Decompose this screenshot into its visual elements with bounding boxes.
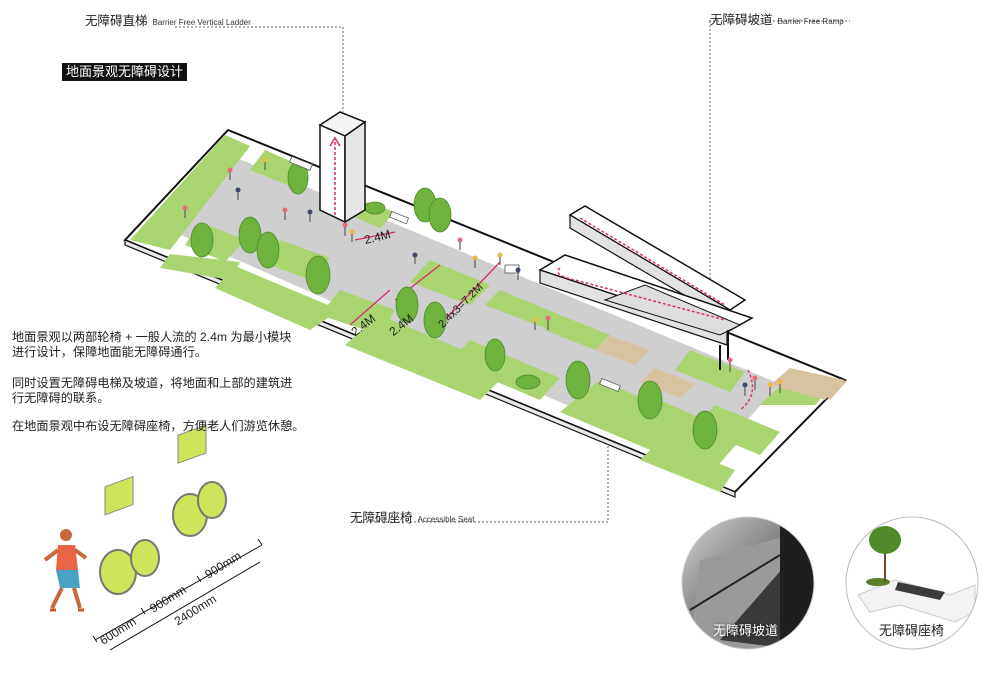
site-slab (123, 128, 848, 498)
trees (190, 161, 718, 450)
seat-photo-label: 无障碍座椅 (879, 623, 945, 638)
ladder-callout-cn: 无障碍直梯 (85, 14, 148, 28)
description-line: 行无障碍的联系。 (12, 391, 110, 405)
description-line: 同时设置无障碍电梯及坡道，将地面和上部的建筑进 (12, 376, 293, 390)
deck-areas (595, 336, 848, 400)
accessible-benches (289, 155, 621, 393)
seat-callout-cn: 无障碍座椅 (350, 511, 413, 525)
walking-person-figure (43, 529, 88, 612)
ramp-structure (538, 205, 754, 411)
ramp-callout-en: Barrier Free Ramp (777, 17, 844, 26)
page-title: 地面景观无障碍设计 (62, 63, 188, 81)
wheelchair-dimension-lines (92, 538, 263, 651)
ramp-callout-cn: 无障碍坡道 (710, 13, 773, 27)
seat-callout-en: Accessible Seat (417, 515, 475, 524)
people-figures (182, 157, 783, 396)
ladder-callout: 无障碍直梯 Barrier Free Vertical Ladder (85, 10, 251, 29)
wheelchairs (99, 424, 227, 595)
description-paragraph-3: 在地面景观中布设无障碍座椅，方便老人们游览休憩。 (12, 419, 312, 434)
ramp-callout: 无障碍坡道 Barrier Free Ramp (710, 9, 844, 28)
description-paragraph-2: 同时设置无障碍电梯及坡道，将地面和上部的建筑进 行无障碍的联系。 (12, 376, 312, 406)
description-paragraph-1: 地面景观以两部轮椅 + 一般人流的 2.4m 为最小模块 进行设计，保障地面能无… (12, 330, 312, 360)
vertical-ladder-tower (318, 111, 367, 224)
description-line: 地面景观以两部轮椅 + 一般人流的 2.4m 为最小模块 (12, 330, 292, 344)
ramp-photo-label: 无障碍坡道 (713, 623, 779, 638)
description-line: 在地面景观中布设无障碍座椅，方便老人们游览休憩。 (12, 419, 305, 433)
description-line: 进行设计，保障地面能无障碍通行。 (12, 345, 207, 359)
seat-photo (845, 516, 979, 650)
seat-callout: 无障碍座椅 Accessible Seat (350, 507, 474, 526)
ladder-callout-en: Barrier Free Vertical Ladder (152, 18, 251, 27)
ramp-photo (681, 516, 815, 650)
ladder-leader-line (175, 26, 344, 112)
